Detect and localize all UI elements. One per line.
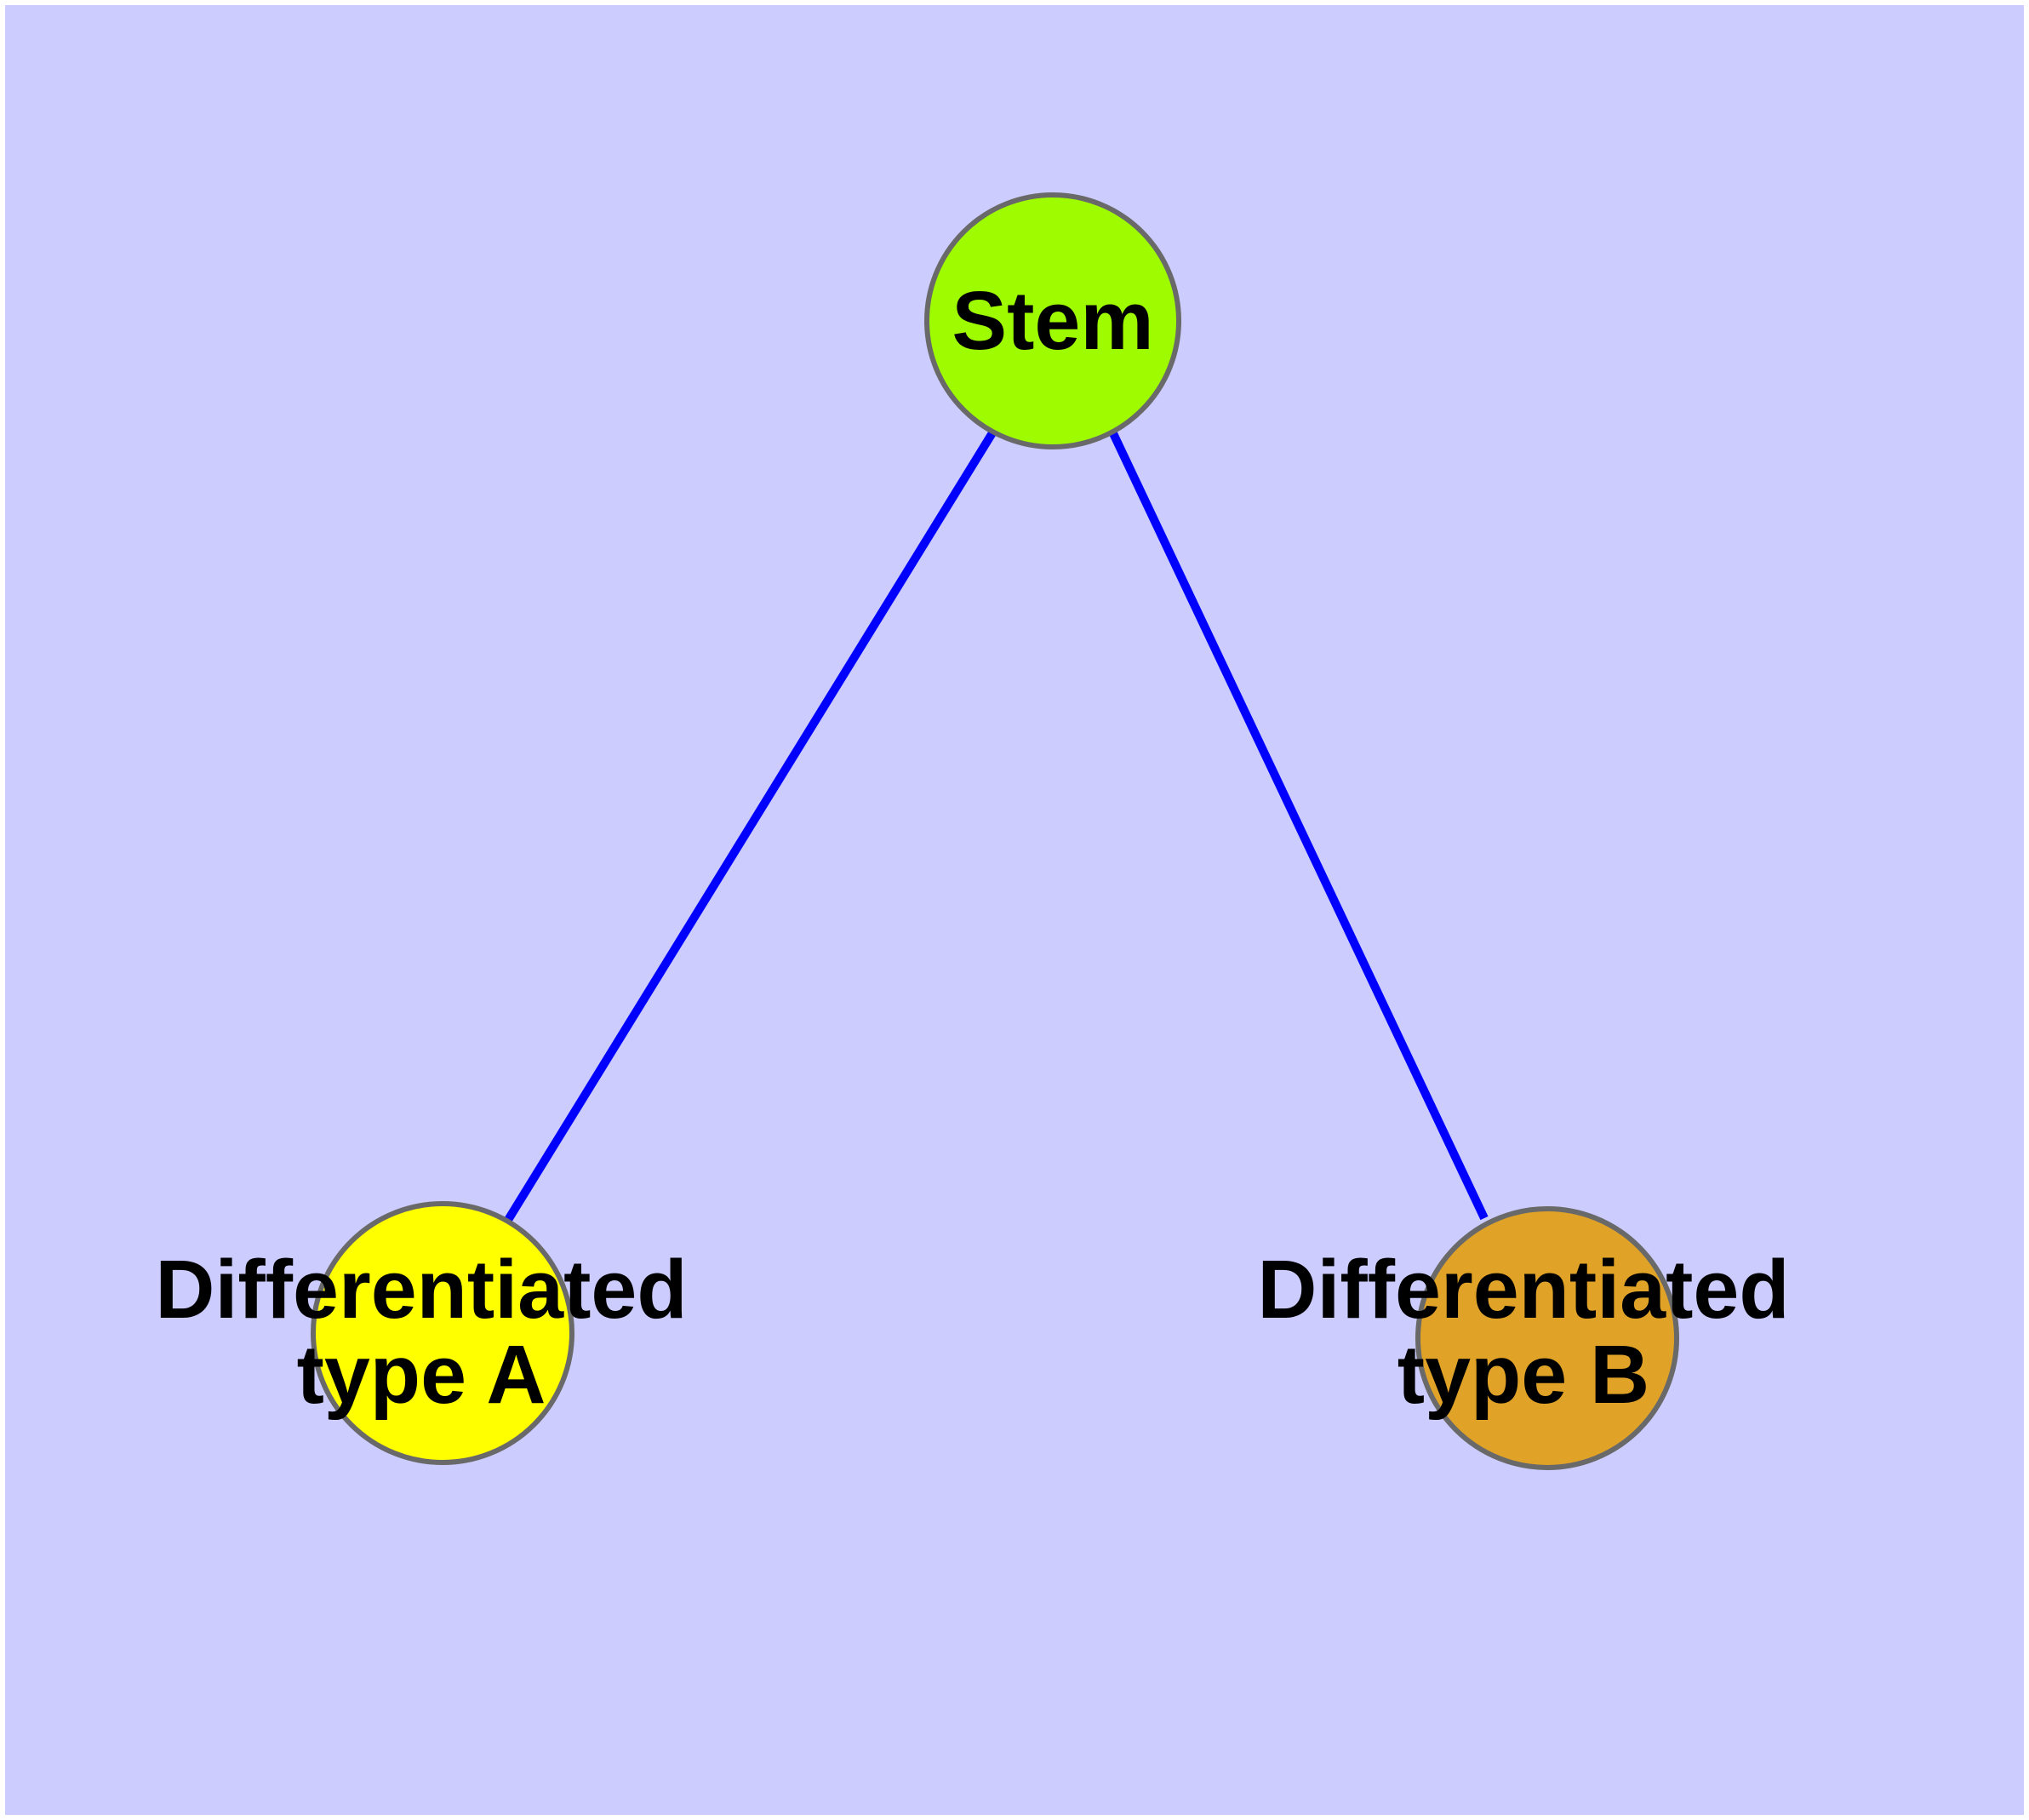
- node-circle-diff_a[interactable]: [311, 1201, 574, 1465]
- node-label-line: type A: [297, 1328, 546, 1421]
- node-label-line: type B: [1397, 1328, 1649, 1421]
- node-label-line: Differentiated: [155, 1243, 687, 1336]
- nodes-layer: [311, 192, 1679, 1470]
- edge-stem-diff-b: [1108, 429, 1489, 1221]
- node-circle-stem[interactable]: [924, 192, 1181, 449]
- node-label-stem: Stem: [952, 274, 1153, 367]
- node-label-line: Stem: [952, 274, 1153, 367]
- node-label-line: Differentiated: [1257, 1243, 1789, 1336]
- edge-stem-diff-a: [504, 429, 997, 1222]
- node-circle-diff_b[interactable]: [1415, 1206, 1679, 1470]
- edges-layer: [504, 429, 1489, 1222]
